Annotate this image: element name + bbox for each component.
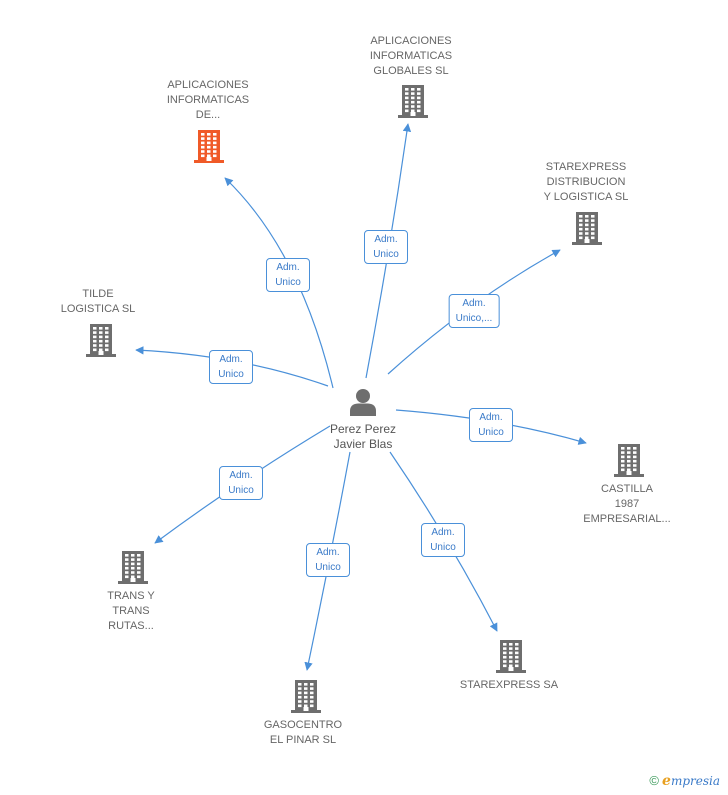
relation-label-starexpress-sa: Adm. Unico [421, 523, 465, 557]
empresia-logo: ©empresia [649, 773, 720, 789]
company-label-aplicaciones-globales[interactable]: APLICACIONES INFORMATICAS GLOBALES SL [369, 35, 453, 77]
relation-label-tilde: Adm. Unico [209, 350, 253, 384]
center-person-name[interactable]: Perez Perez Javier Blas [329, 422, 397, 451]
company-label-gasocentro[interactable]: GASOCENTRO EL PINAR SL [263, 719, 343, 746]
company-label-aplicaciones-de[interactable]: APLICACIONES INFORMATICAS DE... [166, 79, 250, 121]
company-node-aplicaciones-globales[interactable] [396, 83, 430, 124]
person-icon [350, 389, 376, 416]
building-icon [86, 324, 116, 357]
company-node-gasocentro[interactable] [289, 678, 323, 719]
company-label-tilde[interactable]: TILDE LOGISTICA SL [60, 288, 136, 315]
building-icon [572, 212, 602, 245]
company-label-starexpress-sa[interactable]: STAREXPRESS SA [459, 679, 559, 691]
relation-label-aplicaciones-globales: Adm. Unico [364, 230, 408, 264]
company-node-aplicaciones-de[interactable] [192, 128, 226, 169]
building-icon [496, 640, 526, 673]
company-node-tilde[interactable] [84, 322, 118, 363]
building-icon [291, 680, 321, 713]
company-label-castilla[interactable]: CASTILLA 1987 EMPRESARIAL... [583, 483, 671, 525]
company-label-trans[interactable]: TRANS Y TRANS RUTAS... [107, 590, 155, 632]
building-icon [398, 85, 428, 118]
center-person[interactable] [348, 387, 378, 422]
building-icon [118, 551, 148, 584]
relation-label-starexpress-distribucion: Adm. Unico,... [448, 294, 500, 328]
building-icon [194, 130, 224, 163]
company-label-starexpress-distribucion[interactable]: STAREXPRESS DISTRIBUCION Y LOGISTICA SL [543, 161, 629, 203]
relation-label-aplicaciones-de: Adm. Unico [266, 258, 310, 292]
relation-label-gasocentro: Adm. Unico [306, 543, 350, 577]
company-node-starexpress-distribucion[interactable] [570, 210, 604, 251]
relation-label-trans: Adm. Unico [219, 466, 263, 500]
company-node-trans[interactable] [116, 549, 150, 590]
building-icon [614, 444, 644, 477]
relation-label-castilla: Adm. Unico [469, 408, 513, 442]
company-node-castilla[interactable] [612, 442, 646, 483]
company-node-starexpress-sa[interactable] [494, 638, 528, 679]
